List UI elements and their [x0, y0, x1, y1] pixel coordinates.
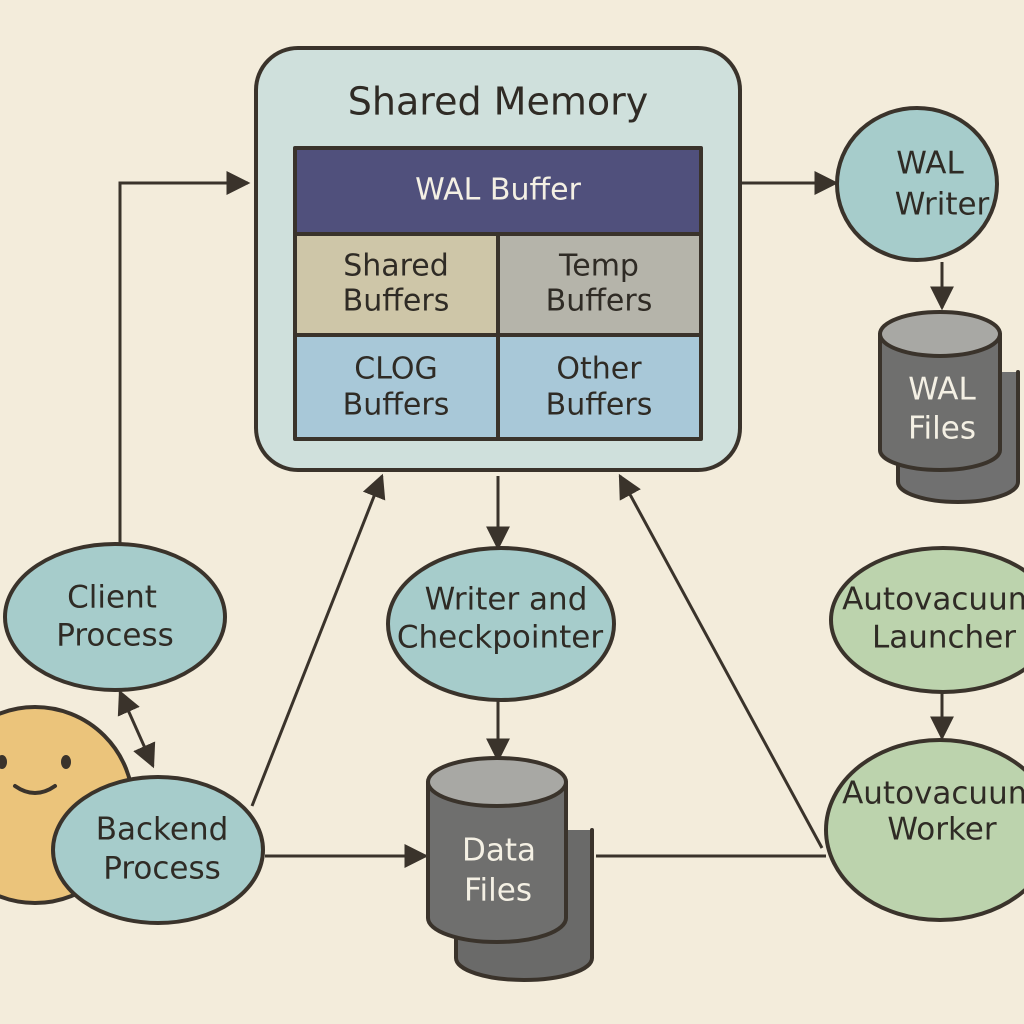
wal-writer-label-line1: WAL: [896, 146, 964, 182]
wal-writer-node: WAL Writer: [835, 106, 999, 262]
autovacuum-worker-label-line1: Autovacuum: [842, 776, 1024, 812]
wal-files-label-line2: Files: [908, 411, 976, 447]
client-process-label-line1: Client: [67, 580, 157, 616]
shared-memory-title: Shared Memory: [348, 80, 648, 124]
temp-buffers-label-line1: Temp: [558, 249, 639, 284]
clog-buffers-label-line1: CLOG: [354, 352, 437, 387]
database-cylinder-icon: [426, 756, 594, 982]
autovacuum-worker-node: Autovacuum Worker: [824, 738, 1024, 922]
client-process-node: Client Process: [3, 542, 227, 692]
shared-memory-panel: Shared Memory WAL Buffer Shared Buffers …: [254, 46, 742, 472]
writer-checkpointer-label-line2: Checkpointer: [397, 620, 603, 656]
other-buffers-label-line1: Other: [556, 352, 642, 387]
connectors: [117, 171, 954, 868]
wal-files-cylinder: WAL Files: [878, 310, 1020, 504]
autovacuum-launcher-label-line1: Autovacuum: [842, 582, 1024, 618]
wal-writer-label-line2: Writer: [895, 187, 990, 223]
autovacuum-worker-to-shared-memory-arrow: [618, 473, 824, 849]
other-buffers-label-line2: Buffers: [546, 388, 653, 423]
backend-to-shared-memory-arrow: [250, 473, 386, 807]
temp-buffers-cell: [496, 232, 703, 337]
writer-checkpointer-node: Writer and Checkpointer: [386, 546, 616, 702]
client-to-shared-memory-arrow: [118, 171, 251, 550]
data-files-label-line1: Data: [462, 833, 536, 869]
backend-process-node: Backend Process: [51, 775, 265, 925]
data-files-cylinder: Data Files: [426, 756, 594, 982]
data-files-label-line2: Files: [464, 873, 532, 909]
wal-files-label-line1: WAL: [908, 372, 976, 408]
autovacuum-worker-label-line2: Worker: [887, 812, 996, 848]
client-process-label-line2: Process: [56, 618, 174, 654]
shared-buffers-label-line2: Buffers: [343, 284, 450, 319]
wal-buffer-label: WAL Buffer: [415, 173, 582, 208]
client-backend-bidirectional-arrow: [117, 689, 156, 769]
database-cylinder-icon: [878, 310, 1020, 504]
clog-buffers-label-line2: Buffers: [343, 388, 450, 423]
writer-checkpointer-label-line1: Writer and: [425, 582, 588, 618]
autovacuum-launcher-node: Autovacuum Launcher: [829, 546, 1024, 694]
temp-buffers-label-line2: Buffers: [546, 284, 653, 319]
autovacuum-launcher-label-line2: Launcher: [872, 620, 1016, 656]
backend-process-label-line1: Backend: [96, 812, 229, 848]
backend-process-label-line2: Process: [103, 851, 221, 887]
other-buffers-cell: [496, 333, 703, 441]
shared-buffers-label-line1: Shared: [343, 249, 449, 284]
